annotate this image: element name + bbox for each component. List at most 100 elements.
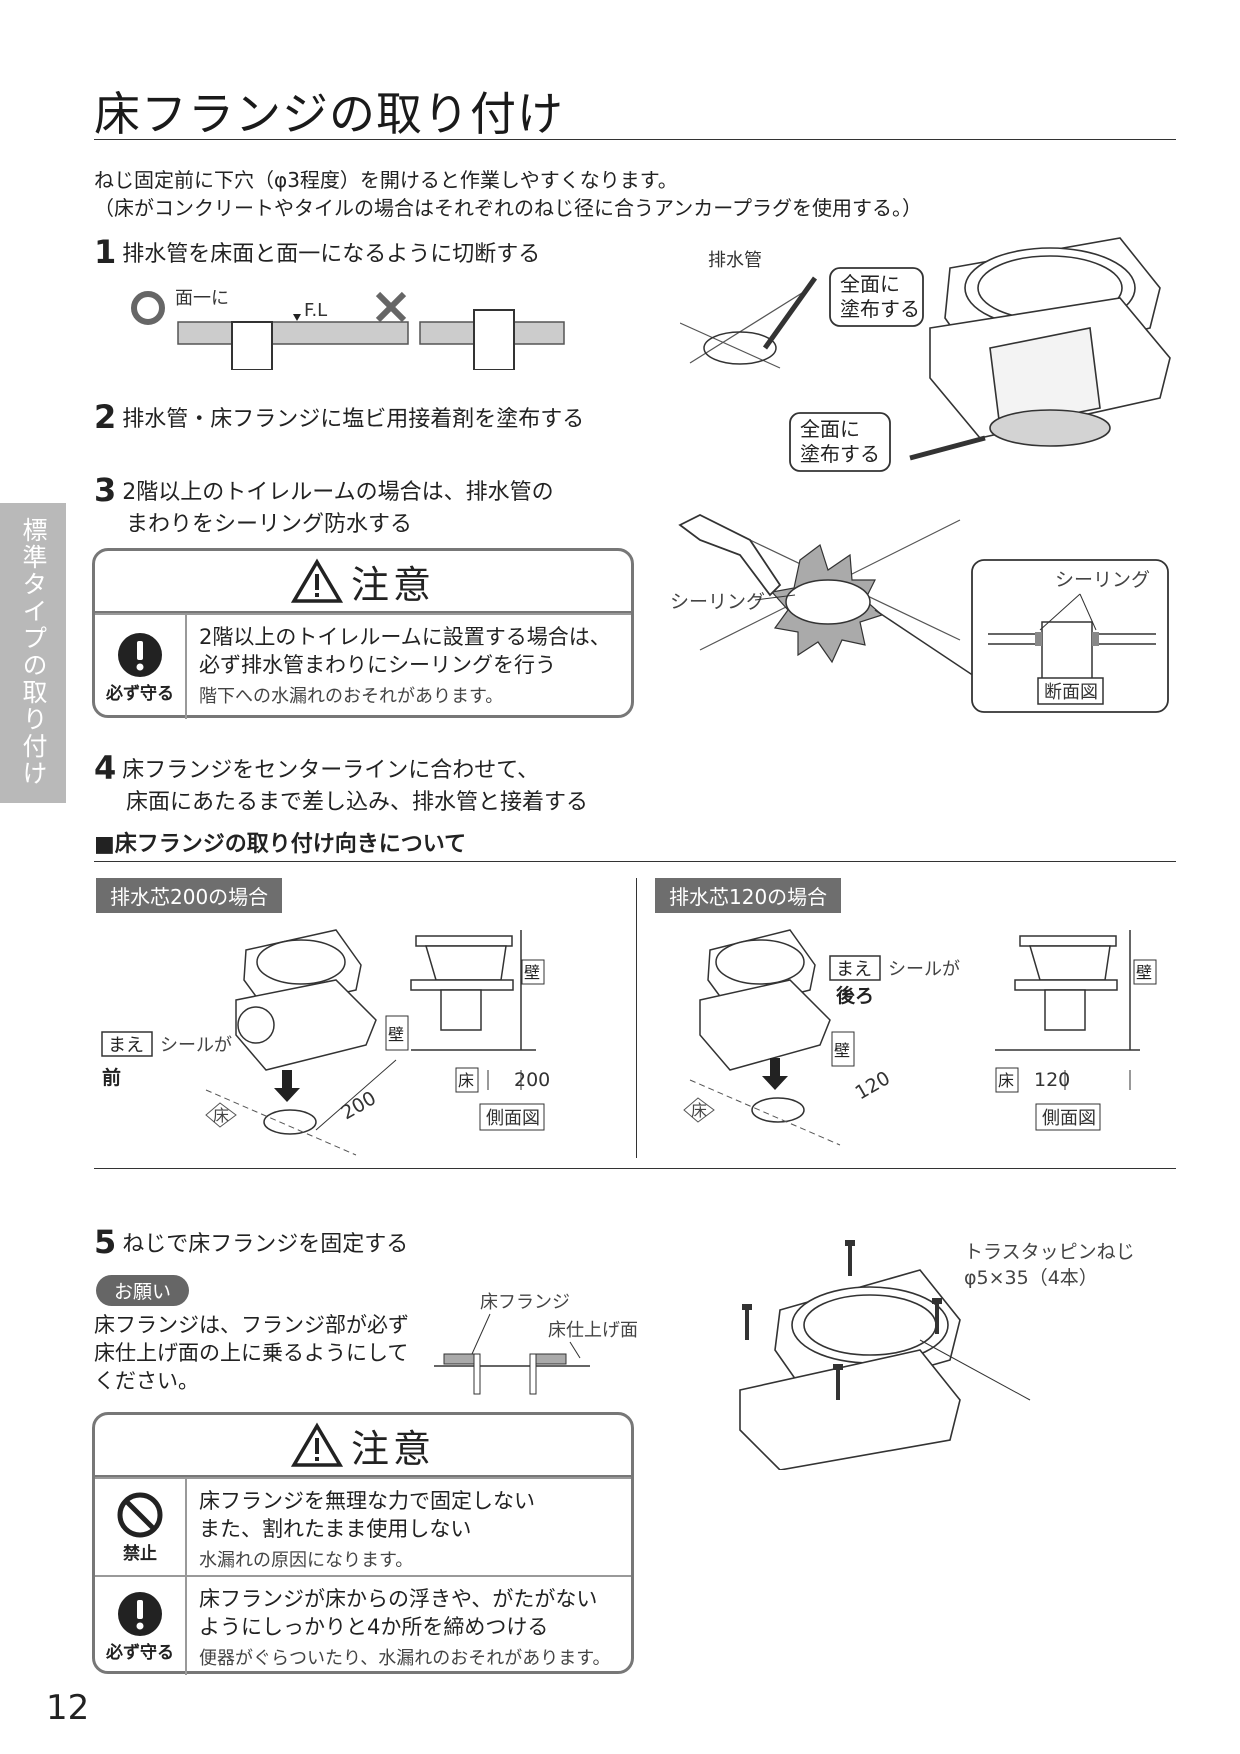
pipe-label: 排水管 <box>708 250 762 271</box>
orientation-200-diagram: まえ シールが 前 床 200 壁 壁 床 200 側面図 <box>101 929 550 1156</box>
adhesive-illustration: 排水管 全面に 塗布する 全面に 塗布する <box>680 237 1171 472</box>
orientation-rule-bottom <box>94 1168 1176 1169</box>
caution-2-title: 注意 <box>350 1426 435 1471</box>
caution-1-row: 必ず守る 2階以上のトイレルームに設置する場合は、 必ず排水管まわりにシーリング… <box>95 613 631 719</box>
pipe-ng <box>473 309 515 370</box>
caution-1-main-line2: 必ず排水管まわりにシーリングを行う <box>199 653 556 677</box>
sealing-label-detail: シーリング <box>1055 569 1150 591</box>
caution-2-row1-sub: 水漏れの原因になります。 <box>199 1550 414 1571</box>
wall-label-120-side: 壁 <box>1136 963 1152 982</box>
caution-2-row1-text: 床フランジを無理な力で固定しない また、割れたまま使用しない 水漏れの原因になり… <box>187 1479 547 1575</box>
callout-top-line1: 全面に <box>840 272 900 296</box>
side-view-label-200: 側面図 <box>486 1108 540 1129</box>
caution-2-row2-icon-label: 必ず守る <box>106 1642 174 1663</box>
step-4-line2: 床面にあたるまで差し込み、排水管と接着する <box>126 790 589 815</box>
caution-1-text: 2階以上のトイレルームに設置する場合は、 必ず排水管まわりにシーリングを行う 階… <box>187 615 623 719</box>
pipe-top <box>785 579 871 625</box>
pipe-opening <box>703 331 777 365</box>
tag-drain-200: 排水芯200の場合 <box>96 878 283 913</box>
side-view-200 <box>410 930 536 1051</box>
caution-1-heading: 注意 <box>95 551 631 613</box>
side-view-label-120: 側面図 <box>1042 1108 1096 1129</box>
fl-label: F.L <box>304 300 327 321</box>
callout-bottom-line2: 塗布する <box>800 442 880 466</box>
orientation-rule-top <box>94 861 1176 862</box>
intro-line-2: （床がコンクリートやタイルの場合はそれぞれのねじ径に合うアンカープラグを使用する… <box>94 196 922 220</box>
fl-marker-icon <box>293 314 301 321</box>
callout-top-line2: 塗布する <box>840 297 920 321</box>
brush-icon-2 <box>909 435 986 461</box>
page-number: 12 <box>46 1688 90 1728</box>
step-4-number: 4 <box>94 749 117 787</box>
step-3-line1: 2階以上のトイレルームの場合は、排水管の <box>122 480 554 505</box>
caution-1-icon-cell: 必ず守る <box>95 615 187 719</box>
caution-1-sub: 階下への水漏れのおそれがあります。 <box>199 686 504 707</box>
orientation-120-diagram: まえ シールが 後ろ 床 壁 120 壁 床 120 側面図 <box>683 929 1157 1146</box>
step-3-line2: まわりをシーリング防水する <box>126 512 413 537</box>
flange-120-drawing <box>699 929 831 1071</box>
caution-box-2: 注意 禁止 床フランジを無理な力で固定しない また、割れたまま使用しない 水漏れ… <box>92 1412 634 1675</box>
caution-2-row2-text: 床フランジが床からの浮きや、がたがない ようにしっかりと4か所を締めつける 便器… <box>187 1577 622 1675</box>
screw-fixing-illustration: トラスタッピンねじ φ5×35（4本） <box>739 1240 1135 1470</box>
seal-ga-200: シールが <box>160 1035 232 1056</box>
seal-ga-120: シールが <box>888 959 960 980</box>
caution-1-icon-label: 必ず守る <box>106 683 174 704</box>
arrow-down-icon <box>274 1070 300 1102</box>
caution-2-row-1: 禁止 床フランジを無理な力で固定しない また、割れたまま使用しない 水漏れの原因… <box>95 1477 631 1575</box>
step-3-number: 3 <box>94 471 117 509</box>
orientation-heading: ■床フランジの取り付け向きについて <box>94 832 467 857</box>
step-4-line1: 床フランジをセンターラインに合わせて、 <box>122 758 540 783</box>
dim-120-iso: 120 <box>852 1067 894 1104</box>
caution-2-row2-sub: 便器がぐらついたり、水漏れのおそれがあります。 <box>199 1648 611 1669</box>
fig-flange-label: 床フランジ <box>480 1292 570 1313</box>
screw-label-line1: トラスタッピンねじ <box>964 1241 1135 1263</box>
caution-2-row1-line1: 床フランジを無理な力で固定しない <box>199 1489 535 1513</box>
caution-2-row1-icon-label: 禁止 <box>123 1543 157 1564</box>
title-divider <box>94 139 1176 140</box>
floor-label-120: 床 <box>691 1101 707 1120</box>
step-5-number: 5 <box>94 1223 117 1261</box>
flange-on-floor-diagram: 床フランジ 床仕上げ面 <box>434 1292 638 1395</box>
side-view-120 <box>995 930 1140 1051</box>
flange-200-drawing <box>235 929 377 1071</box>
mae-label-200: まえ <box>108 1035 144 1056</box>
pipe-ok <box>231 321 273 370</box>
caution-2-row-2: 必ず守る 床フランジが床からの浮きや、がたがない ようにしっかりと4か所を締めつ… <box>95 1575 631 1675</box>
caution-2-row1-icon-cell: 禁止 <box>95 1479 187 1575</box>
ok-circle-icon <box>131 291 165 325</box>
brush-icon <box>762 276 818 350</box>
step-5-text: ねじで床フランジを固定する <box>122 1232 409 1257</box>
caution-1-title: 注意 <box>350 562 435 607</box>
caution-2-row1-line2: また、割れたまま使用しない <box>199 1517 472 1541</box>
intro-line-1: ねじ固定前に下穴（φ3程度）を開けると作業しやすくなります。 <box>94 168 678 192</box>
request-line2: 床仕上げ面の上に乗るようにして <box>94 1341 409 1365</box>
section-view-label: 断面図 <box>1044 682 1098 703</box>
callout-bottom-line1: 全面に <box>800 417 860 441</box>
caution-1-main-line1: 2階以上のトイレルームに設置する場合は、 <box>199 625 611 649</box>
warning-triangle-icon-2 <box>290 1422 343 1467</box>
wall-label-200: 壁 <box>388 1025 404 1044</box>
floor-label-120-side: 床 <box>998 1071 1014 1090</box>
step-2-text: 排水管・床フランジに塩ビ用接着剤を塗布する <box>122 407 585 432</box>
ok-label: 面一に <box>175 288 229 309</box>
back-label: 後ろ <box>836 984 874 1007</box>
arrow-down-icon-2 <box>762 1058 788 1090</box>
mae-label-120: まえ <box>836 959 872 980</box>
page-title: 床フランジの取り付け <box>94 87 564 141</box>
prohibited-icon <box>117 1492 163 1537</box>
caution-2-row2-line1: 床フランジが床からの浮きや、がたがない <box>199 1587 598 1611</box>
step-1-text: 排水管を床面と面一になるように切断する <box>122 242 541 267</box>
mandatory-icon <box>118 632 162 677</box>
floor-flange-drawing <box>929 237 1171 447</box>
dim-200-iso: 200 <box>338 1087 380 1124</box>
flange-with-screws <box>739 1269 961 1470</box>
ng-cross-icon <box>375 291 407 323</box>
screw-icons <box>742 1240 942 1400</box>
wall-label-120: 壁 <box>834 1041 850 1060</box>
floor-label-200: 床 <box>213 1106 229 1125</box>
wall-label-200-side: 壁 <box>524 963 540 982</box>
caution-2-heading: 注意 <box>95 1415 631 1477</box>
